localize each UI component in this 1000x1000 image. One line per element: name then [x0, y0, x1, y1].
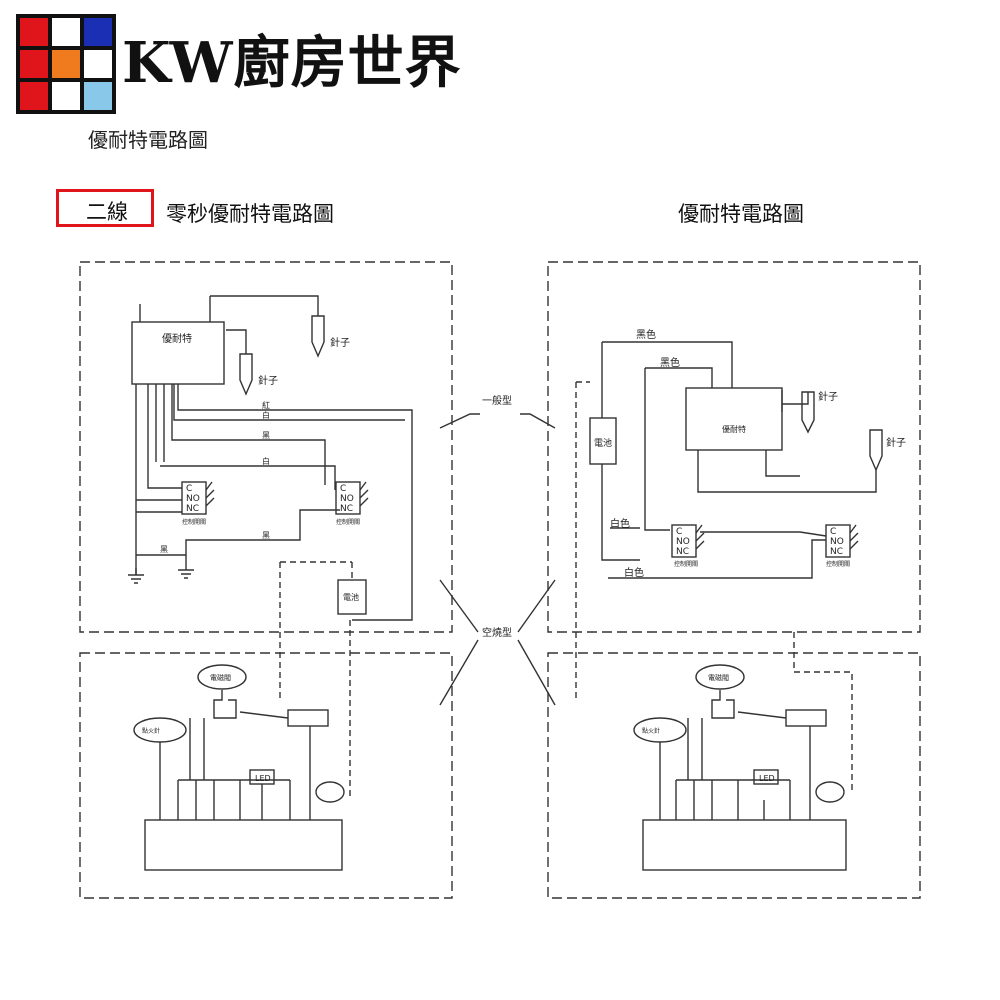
right-battery: [589, 417, 617, 465]
right-switch-1-caption: 控制開關: [674, 560, 698, 568]
general-type-label: 一般型: [482, 394, 512, 407]
right-white-1-label: 白色: [610, 517, 630, 530]
needle-1-body: [311, 315, 325, 358]
right-igniter-label: 點火針: [642, 727, 660, 735]
logo-cell: [20, 18, 48, 46]
air-cooled-connector: [439, 579, 556, 706]
wire-label: 黑: [262, 531, 270, 540]
valve-label: 電磁閥: [210, 673, 231, 682]
right-needle-2: [869, 429, 883, 472]
right-valve-label: 電磁閥: [708, 673, 729, 682]
switch-2-c: C: [340, 484, 346, 494]
right-led-box: [753, 769, 779, 785]
switch-2-nc: NC: [340, 504, 353, 514]
battery-box: [337, 579, 367, 615]
right-valve-oval: [695, 664, 745, 690]
logo-cell: [52, 82, 80, 110]
left-needle-1-label: 針子: [330, 336, 350, 349]
left-diagram-title: 零秒優耐特電路圖: [166, 202, 334, 226]
right-control-unit: [685, 387, 783, 451]
valve-oval: [197, 664, 247, 690]
wire-label: 白: [262, 410, 270, 420]
right-top-panel: [547, 261, 921, 633]
main-board: [144, 819, 343, 871]
wire-label: 紅: [262, 400, 270, 410]
right-thermo-oval: [815, 781, 845, 803]
switch-1-c: C: [186, 484, 192, 494]
right-battery-label: 電池: [594, 437, 612, 449]
right-switch-1-nc: NC: [676, 547, 689, 557]
right-relay-box: [785, 709, 827, 727]
logo-cell: [84, 18, 112, 46]
needle-2-body: [239, 353, 253, 396]
general-connector: [439, 413, 556, 429]
control-unit: [131, 321, 225, 385]
air-cooled-type-label: 空燒型: [482, 626, 512, 639]
logo-cell: [20, 82, 48, 110]
two-wire-tag: 二線: [86, 200, 128, 224]
right-diagram-title: 優耐特電路圖: [678, 202, 804, 226]
brand-name: KW廚房世界: [122, 30, 462, 96]
thermo-oval: [315, 781, 345, 803]
right-led-label: LED: [759, 774, 775, 783]
switch-1-caption: 控制開關: [182, 518, 206, 526]
right-black-2-label: 黑色: [660, 356, 680, 369]
left-top-panel: [79, 261, 453, 633]
wire-label: 黑: [160, 545, 168, 554]
switch-2-caption: 控制開關: [336, 518, 360, 526]
logo-cell: [52, 50, 80, 78]
wire-label: 黑: [262, 431, 270, 440]
right-bottom-panel: [547, 652, 921, 899]
right-switch-2-nc: NC: [830, 547, 843, 557]
right-control-unit-label: 優耐特: [722, 424, 746, 434]
right-main-board: [642, 819, 847, 871]
right-switch-2-no: NO: [830, 537, 844, 547]
logo-cell: [20, 50, 48, 78]
logo-cell: [52, 18, 80, 46]
switch-1-nc: NC: [186, 504, 199, 514]
right-switch-2-c: C: [830, 527, 836, 537]
logo-cell: [84, 82, 112, 110]
brand-logo: [16, 14, 116, 114]
switch-1-no: NO: [186, 494, 200, 504]
igniter-label: 點火針: [142, 727, 160, 735]
right-needle-2-label: 針子: [886, 436, 906, 449]
relay-box: [287, 709, 329, 727]
left-needle-2-label: 針子: [258, 374, 278, 387]
right-switch-1-c: C: [676, 527, 682, 537]
highlight-box: [56, 189, 154, 227]
right-needle-1-label: 針子: [818, 390, 838, 403]
right-white-2-label: 白色: [624, 566, 644, 579]
right-switch-1-no: NO: [676, 537, 690, 547]
left-bottom-panel: [79, 652, 453, 899]
right-needle-1: [801, 391, 815, 434]
battery-label: 電池: [343, 592, 359, 602]
right-black-1-label: 黑色: [636, 328, 656, 341]
switch-2-no: NO: [340, 494, 354, 504]
left-control-unit-label: 優耐特: [162, 332, 192, 345]
wire-label: 白: [262, 456, 270, 466]
page-title: 優耐特電路圖: [88, 128, 208, 152]
logo-cell: [84, 50, 112, 78]
led-label: LED: [255, 774, 271, 783]
right-switch-2-caption: 控制開關: [826, 560, 850, 568]
